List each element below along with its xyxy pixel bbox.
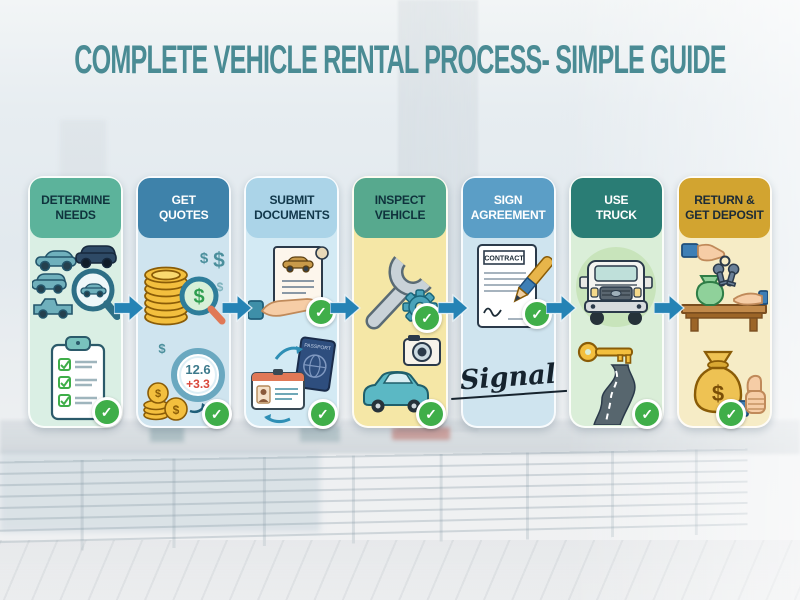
step-card-inspect-vehicle: INSPECT VEHICLE — [352, 176, 448, 429]
step-card-sign-agreement: SIGN AGREEMENT CONTRACT — [449, 176, 568, 428]
suv-icon — [74, 245, 117, 269]
check-icon: ✓ — [201, 399, 232, 429]
passport-icon: PASSPORT — [294, 336, 336, 392]
svg-text:$: $ — [200, 250, 209, 267]
background-water — [0, 452, 320, 532]
pen-icon — [513, 255, 553, 303]
table — [681, 304, 768, 314]
step-header: RETURN & GET DEPOSIT — [678, 178, 770, 238]
svg-text:$: $ — [193, 286, 204, 308]
truck-front-icon — [576, 247, 657, 327]
svg-text:$: $ — [216, 280, 223, 294]
hand-document-icon — [247, 246, 329, 320]
rate-magnifier-icon: 12.6 +3.3 — [170, 348, 225, 402]
road — [593, 364, 636, 425]
coin-stack-icon — [143, 266, 188, 326]
flow-arrow-icon — [221, 293, 253, 323]
flow-arrow-icon — [113, 293, 145, 323]
step-card-determine-needs: DETERMINE NEEDS — [28, 176, 124, 428]
svg-text:PASSPORT: PASSPORT — [304, 342, 331, 352]
id-passport-icon: PASSPORT — [250, 336, 336, 424]
receiving-hand — [733, 292, 764, 306]
background-pavement — [0, 540, 800, 600]
step-header: SIGN AGREEMENT — [462, 178, 554, 238]
magnifier-dollar-icon: $ — [179, 276, 226, 325]
step-header: GET QUOTES — [138, 178, 230, 238]
key-icon — [578, 341, 634, 364]
check-icon: ✓ — [415, 399, 446, 429]
approved-checklist-icon — [50, 336, 105, 421]
step-header: USE TRUCK — [570, 178, 662, 238]
step-header: SUBMIT DOCUMENTS — [246, 178, 338, 238]
signature-squiggle — [483, 307, 502, 317]
small-suv-icon — [31, 273, 67, 294]
small-coins-icon — [142, 382, 188, 421]
process-steps-row: DETERMINE NEEDS — [28, 176, 772, 429]
step-card-submit-documents: SUBMIT DOCUMENTS — [244, 176, 340, 429]
vehicle-options-search-icon — [31, 245, 120, 320]
wrench — [365, 256, 432, 330]
id-card-icon — [250, 369, 305, 410]
flow-arrow-icon — [329, 293, 361, 323]
step-card-get-quotes: GET QUOTES $ $ $ — [136, 176, 232, 429]
sedan-icon — [34, 250, 77, 272]
car-on-document — [282, 256, 314, 273]
price-search-icon: $ $ $ $ — [143, 249, 226, 326]
svg-text:CONTRACT: CONTRACT — [484, 256, 524, 263]
svg-text:12.6: 12.6 — [185, 362, 210, 377]
key-handover-icon — [681, 243, 769, 332]
svg-text:$: $ — [158, 341, 166, 356]
check-icon: ✓ — [91, 397, 122, 427]
background-railing — [0, 448, 748, 553]
svg-text:$: $ — [155, 388, 161, 400]
svg-text:+3.3: +3.3 — [186, 377, 210, 391]
check-icon: ✓ — [307, 399, 338, 429]
key-ring — [719, 255, 731, 267]
step-card-return-get-deposit: RETURN & GET DEPOSIT — [676, 176, 772, 429]
step-header: INSPECT VEHICLE — [354, 178, 446, 238]
pickup-icon — [32, 298, 73, 319]
svg-text:$: $ — [213, 249, 225, 272]
contract-pen-icon: CONTRACT — [477, 244, 553, 328]
step-card-use-truck: USE TRUCK — [568, 176, 664, 429]
flow-arrow-icon — [438, 293, 470, 323]
quote-comparison-icon: $ $ $ 12.6 +3.3 — [142, 341, 225, 421]
svg-text:$: $ — [172, 403, 179, 417]
flow-arrow-icon — [654, 293, 686, 323]
magnifier-icon — [71, 268, 120, 320]
check-icon: ✓ — [411, 303, 442, 333]
step-header: DETERMINE NEEDS — [30, 178, 122, 238]
signature-icon: Signal — [449, 357, 568, 401]
camera-icon — [402, 335, 441, 366]
page-title: COMPLETE VEHICLE RENTAL PROCESS- SIMPLE … — [74, 38, 726, 83]
flow-arrow-icon — [546, 293, 578, 323]
sleeve — [681, 243, 700, 258]
